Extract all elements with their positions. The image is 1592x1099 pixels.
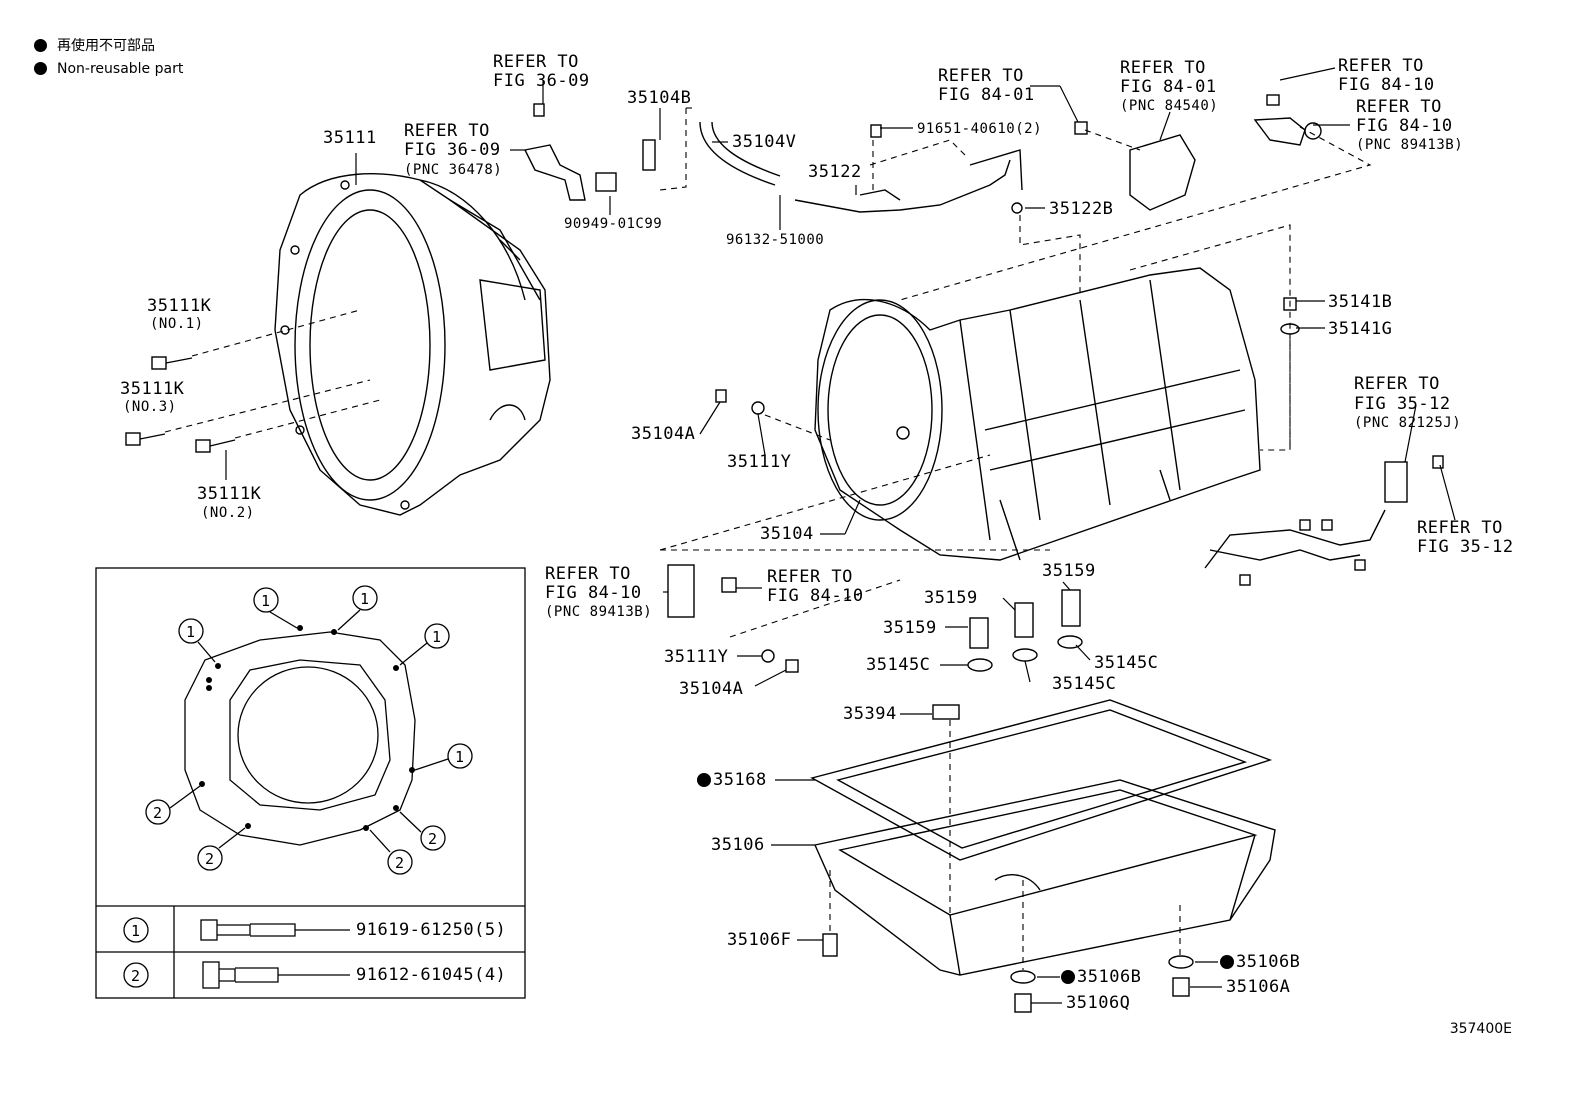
part-label: 35141B [1328, 292, 1393, 312]
ref-label: FIG 35-12 [1354, 394, 1451, 414]
part-label: 35145C [866, 655, 931, 675]
ref-label: REFER TO [493, 52, 579, 72]
oil-pan-drawing [814, 779, 1276, 976]
part-label: 35145C [1094, 653, 1159, 673]
ref-label: FIG 84-10 [545, 583, 642, 603]
legend-jp: 再使用不可部品 [34, 38, 155, 54]
non-reusable-markers [697, 773, 1234, 984]
callout-number: 2 [205, 850, 215, 868]
part-label: 35106 [711, 835, 765, 855]
part-label: 35111Y [727, 452, 792, 472]
ref-label: REFER TO [1354, 374, 1440, 394]
part-label: 35159 [1042, 561, 1096, 581]
ref-label: FIG 36-09 [404, 140, 501, 160]
part-label: 91651-40610(2) [917, 121, 1043, 137]
ref-label: FIG 84-01 [938, 85, 1035, 105]
tube-and-pipe-drawing [523, 121, 1023, 214]
callout-number: 1 [432, 628, 442, 646]
ref-label: FIG 35-12 [1417, 537, 1514, 557]
part-label: 35111K [120, 379, 185, 399]
callout-number: 1 [360, 590, 370, 608]
bullet-icon [34, 39, 47, 52]
drain-plugs-drawing [822, 297, 1300, 1013]
left-sensor-drawing [667, 389, 799, 673]
part-label: 35106Q [1066, 993, 1131, 1013]
part-label: 35104V [732, 132, 797, 152]
callout-number: 2 [153, 804, 163, 822]
part-label: 96132-51000 [726, 232, 825, 248]
ref-label: REFER TO [1356, 97, 1442, 117]
ref-pnc: (PNC 36478) [404, 162, 503, 178]
bullet-icon [34, 62, 47, 75]
ref-pnc: (PNC 89413B) [1356, 137, 1464, 153]
callout-number: 1 [186, 623, 196, 641]
part-label: 35122B [1049, 199, 1114, 219]
part-label: 35145C [1052, 674, 1117, 694]
callout-number: 2 [428, 830, 438, 848]
harness-drawing [1204, 455, 1444, 586]
gasket-drawing [810, 699, 1273, 861]
part-label: 35104B [627, 88, 692, 108]
converter-housing-drawing [274, 173, 551, 516]
figure-id: 357400E [1449, 1021, 1512, 1037]
part-note: (NO.1) [150, 316, 204, 332]
callout-number: 1 [455, 748, 465, 766]
inset-holes [199, 625, 415, 831]
legend-en: Non-reusable part [34, 61, 183, 77]
callout-number: 2 [395, 854, 405, 872]
part-label: 35168 [713, 770, 767, 790]
bolt-table-part: 91612-61045(4) [356, 965, 507, 985]
part-label: 35104 [760, 524, 814, 544]
ref-label: REFER TO [404, 121, 490, 141]
part-label: 35106B [1236, 952, 1301, 972]
ref-label: REFER TO [767, 567, 853, 587]
part-label: 35104A [631, 424, 696, 444]
ref-label: FIG 84-10 [767, 586, 864, 606]
part-label: 35106B [1077, 967, 1142, 987]
part-label: 35159 [883, 618, 937, 638]
part-label: 35141G [1328, 319, 1393, 339]
part-label: 35111Y [664, 647, 729, 667]
ref-label: FIG 84-01 [1120, 77, 1217, 97]
ref-label: REFER TO [1120, 58, 1206, 78]
bolt-table-num: 1 [131, 922, 141, 940]
ref-label: REFER TO [545, 564, 631, 584]
part-label: 35104A [679, 679, 744, 699]
inset-box [95, 567, 526, 999]
part-note: (NO.2) [201, 505, 255, 521]
pistons-drawing [967, 589, 1083, 672]
part-label: 35159 [924, 588, 978, 608]
ref-pnc: (PNC 84540) [1120, 98, 1219, 114]
part-label: 90949-01C99 [564, 216, 663, 232]
ref-pnc: (PNC 89413B) [545, 604, 653, 620]
ref-label: FIG 84-10 [1356, 116, 1453, 136]
ref-label: FIG 84-10 [1338, 75, 1435, 95]
housing-bolts [125, 356, 236, 453]
ref-label: REFER TO [938, 66, 1024, 86]
part-label: 35111 [323, 128, 377, 148]
part-label: 35106F [727, 930, 792, 950]
part-label: 35106A [1226, 977, 1291, 997]
ref-label: REFER TO [1417, 518, 1503, 538]
part-note: (NO.3) [123, 399, 177, 415]
part-label: 35111K [147, 296, 212, 316]
transmission-case-drawing [814, 267, 1261, 561]
bolt-table-num: 2 [131, 967, 141, 985]
part-label: 35122 [808, 162, 862, 182]
callout-number: 1 [261, 592, 271, 610]
part-label: 35394 [843, 704, 897, 724]
bolt-table-part: 91619-61250(5) [356, 920, 507, 940]
ref-label: REFER TO [1338, 56, 1424, 76]
sensors-top-right [533, 94, 1322, 211]
ref-label: FIG 36-09 [493, 71, 590, 91]
ref-pnc: (PNC 82125J) [1354, 415, 1462, 431]
part-label: 35111K [197, 484, 262, 504]
